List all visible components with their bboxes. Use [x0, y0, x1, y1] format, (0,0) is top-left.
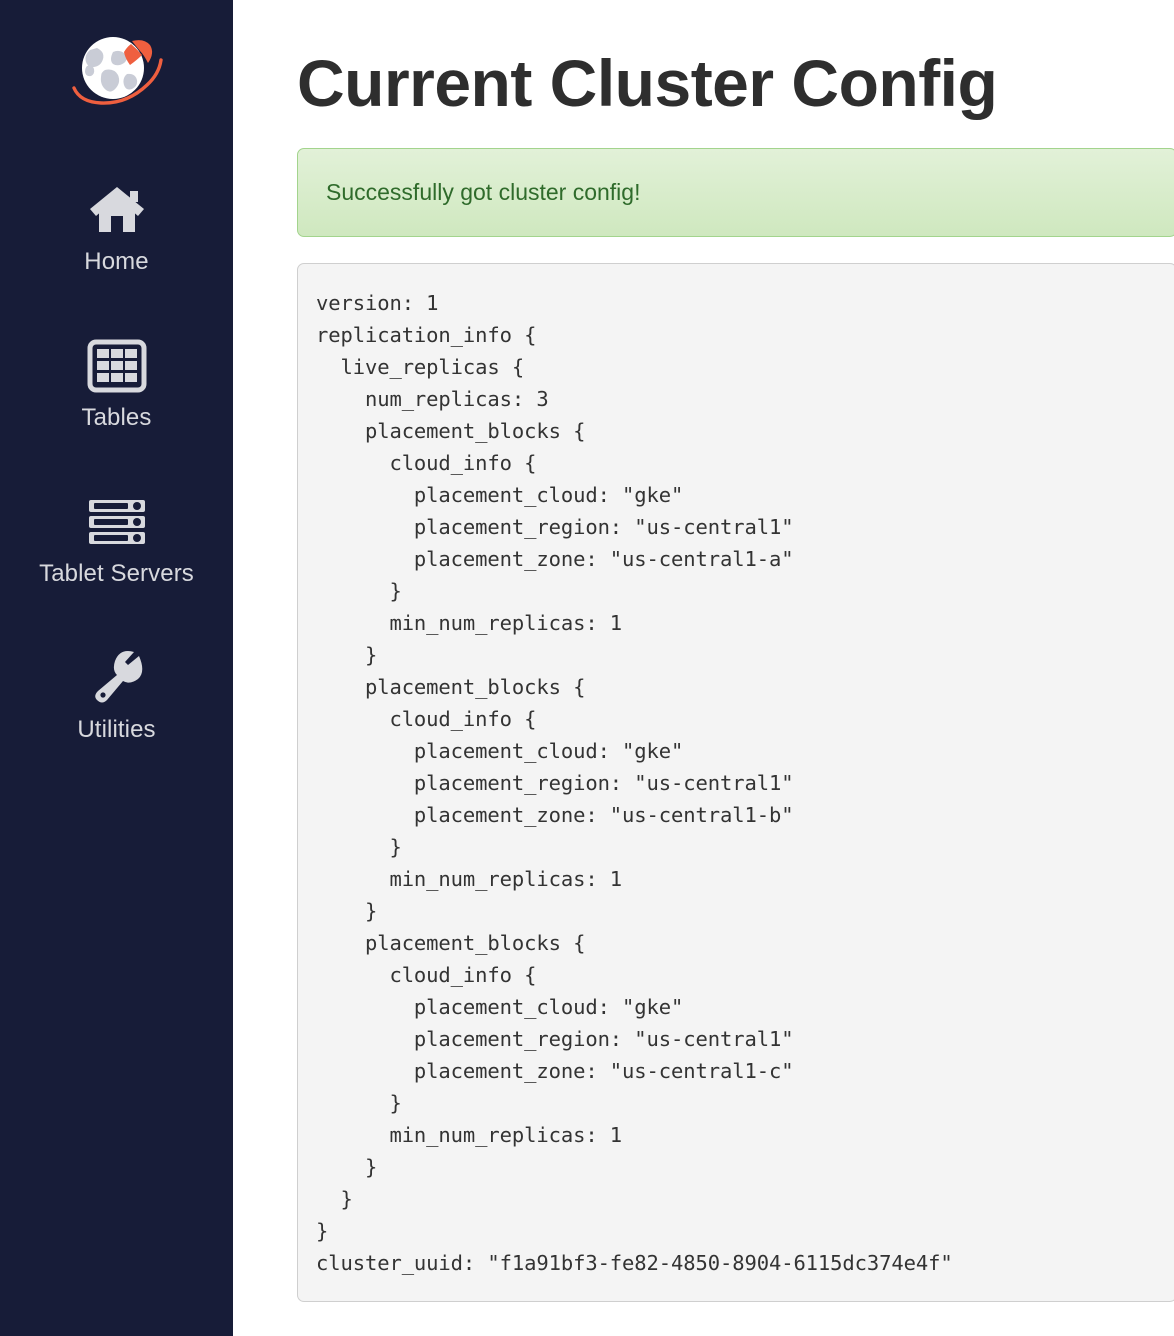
sidebar: Home Tables: [0, 0, 233, 1336]
sidebar-item-label-home: Home: [84, 248, 149, 275]
yugabyte-rocket-globe-logo: [71, 37, 163, 105]
page-title: Current Cluster Config: [297, 46, 998, 120]
sidebar-item-label-utilities: Utilities: [77, 716, 156, 743]
sidebar-item-home[interactable]: Home: [0, 174, 233, 282]
table-grid-icon: [87, 339, 146, 393]
cluster-config-text: version: 1 replication_info { live_repli…: [316, 291, 953, 1275]
home-icon: [89, 187, 144, 232]
server-rack-icon: [88, 500, 145, 544]
sidebar-item-tables[interactable]: Tables: [0, 330, 233, 438]
success-alert-message: Successfully got cluster config!: [326, 179, 641, 205]
sidebar-item-label-tables: Tables: [81, 404, 152, 431]
success-alert: Successfully got cluster config!: [297, 148, 1174, 237]
main-content: Current Cluster Config Successfully got …: [233, 0, 1174, 1336]
cluster-config-card: version: 1 replication_info { live_repli…: [297, 263, 1174, 1302]
sidebar-item-tablet-servers[interactable]: Tablet Servers: [0, 486, 233, 594]
sidebar-item-utilities[interactable]: Utilities: [0, 642, 233, 750]
wrench-icon: [94, 651, 142, 703]
brand-logo-link[interactable]: [69, 22, 165, 174]
sidebar-item-label-tablet-servers: Tablet Servers: [39, 560, 194, 587]
